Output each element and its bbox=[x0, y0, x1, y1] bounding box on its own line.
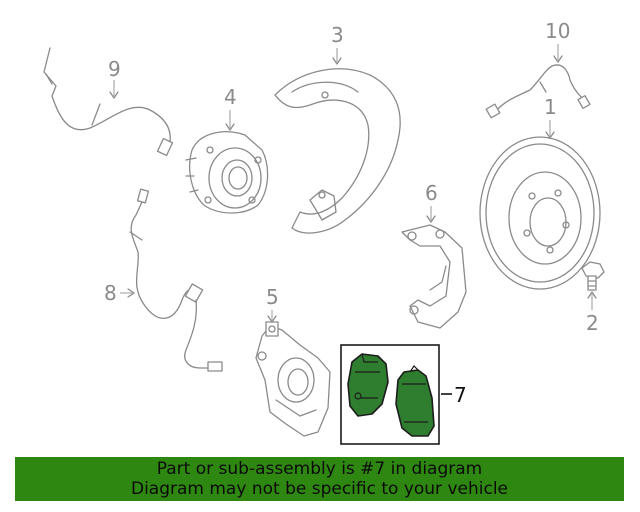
callout-3-label: 3 bbox=[331, 23, 344, 47]
info-banner: Part or sub-assembly is #7 in diagram Di… bbox=[15, 457, 624, 501]
part-2-bolt[interactable] bbox=[581, 261, 605, 291]
part-8-abs-sensor[interactable] bbox=[129, 188, 223, 372]
callout-3: 3 bbox=[331, 23, 344, 65]
callout-7: 7 bbox=[441, 383, 467, 407]
callout-10-label: 10 bbox=[545, 19, 570, 43]
callout-5: 5 bbox=[266, 285, 279, 323]
callout-8: 8 bbox=[104, 281, 135, 305]
callout-9-label: 9 bbox=[108, 57, 121, 81]
callout-8-label: 8 bbox=[104, 281, 117, 305]
callout-6-label: 6 bbox=[425, 181, 438, 205]
part-9-wear-sensor[interactable] bbox=[43, 47, 174, 157]
callout-1: 1 bbox=[544, 95, 557, 139]
part-7-brake-pad-inner[interactable] bbox=[347, 353, 389, 417]
part-7-brake-pad-outer[interactable] bbox=[395, 365, 435, 437]
part-1-brake-rotor[interactable] bbox=[479, 136, 601, 290]
callout-10: 10 bbox=[545, 19, 570, 63]
parts-diagram: 9 4 3 10 bbox=[43, 19, 605, 445]
part-4-wheel-hub[interactable] bbox=[185, 131, 269, 214]
callout-7-label: 7 bbox=[454, 383, 467, 407]
part-3-splash-shield[interactable] bbox=[274, 68, 401, 234]
callout-6: 6 bbox=[425, 181, 438, 223]
part-10-abs-sensor[interactable] bbox=[485, 64, 591, 119]
callout-5-label: 5 bbox=[266, 285, 279, 309]
part-6-caliper-bracket[interactable] bbox=[401, 224, 467, 329]
banner-line-1: Part or sub-assembly is #7 in diagram bbox=[156, 459, 483, 479]
callout-4-label: 4 bbox=[224, 85, 237, 109]
callout-1-label: 1 bbox=[544, 95, 557, 119]
banner-line-2: Diagram may not be specific to your vehi… bbox=[130, 479, 508, 499]
part-5-brake-caliper[interactable] bbox=[255, 321, 331, 437]
callout-9: 9 bbox=[108, 57, 121, 99]
callout-2: 2 bbox=[586, 291, 599, 335]
callout-4: 4 bbox=[224, 85, 237, 131]
callout-2-label: 2 bbox=[586, 311, 599, 335]
